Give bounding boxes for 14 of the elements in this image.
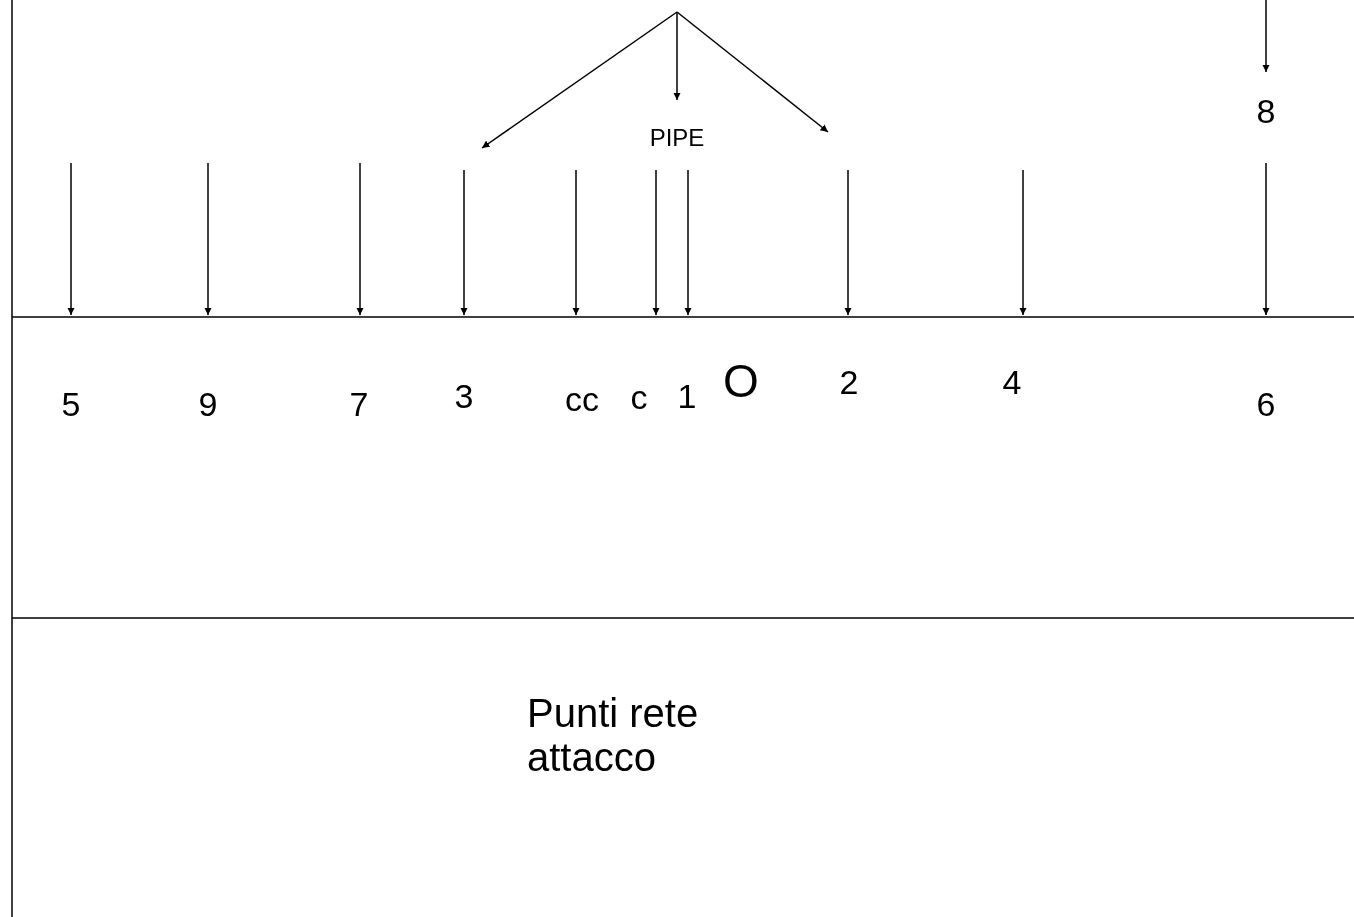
- position-label: cc: [565, 381, 599, 419]
- position-label: c: [630, 379, 648, 417]
- origin-mark: O: [723, 355, 759, 407]
- position-number: 2: [839, 364, 859, 402]
- position-number: 6: [1256, 386, 1276, 424]
- label-text: PIPE: [649, 124, 705, 152]
- position-number: 8: [1256, 93, 1276, 131]
- position-number: 1: [677, 378, 697, 416]
- position-number: 3: [454, 378, 474, 416]
- position-number: 5: [61, 386, 81, 424]
- section-label: Punti rete attacco: [527, 691, 700, 779]
- position-number: 4: [1002, 364, 1022, 402]
- position-number: 7: [349, 386, 369, 424]
- position-number: 9: [198, 386, 218, 424]
